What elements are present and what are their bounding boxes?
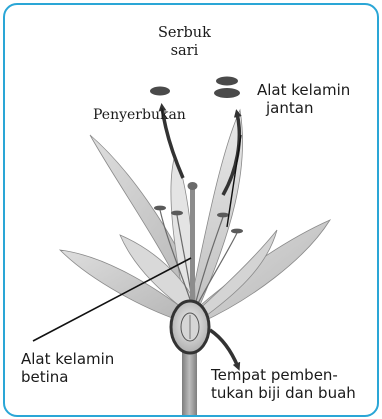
- label-female-organ: Alat kelamin betina: [21, 350, 114, 387]
- label-seed-fruit-site: Tempat pemben- tukan biji dan buah: [211, 366, 356, 403]
- stigma: [188, 182, 198, 190]
- label-pollination: Penyerbukan: [93, 107, 186, 124]
- diagram-frame: Serbuk sari Penyerbukan Alat kelamin jan…: [3, 3, 379, 417]
- pollen-grain-icon: [150, 77, 240, 99]
- ovary-section: [171, 301, 209, 353]
- seed-site-arrow-icon: [210, 330, 238, 367]
- label-pollen: Serbuk sari: [158, 25, 211, 60]
- pistil-style: [190, 187, 195, 305]
- label-male-organ: Alat kelamin jantan: [257, 81, 350, 118]
